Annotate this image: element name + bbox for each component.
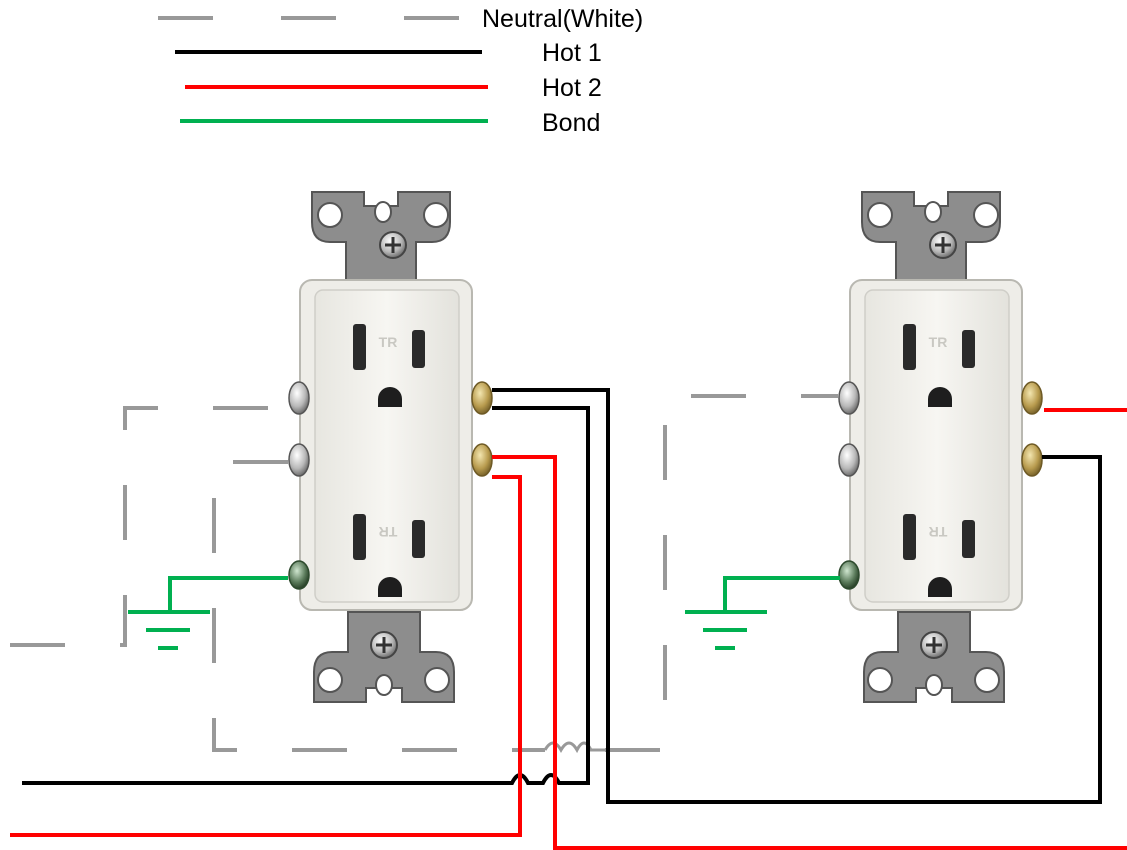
ground-screw-icon (838, 560, 860, 590)
neutral-wire-to-right (605, 394, 838, 752)
bond-wire-right (723, 576, 840, 612)
tr-marking: TR (379, 334, 398, 350)
hot-screw-top-icon (471, 381, 493, 415)
ground-icon (685, 610, 767, 650)
strap-slot (374, 201, 392, 223)
tr-marking: TR (379, 524, 398, 540)
outlet-slot-neutral (353, 324, 366, 370)
legend-hot1-label: Hot 1 (542, 39, 602, 67)
bond-wires (168, 576, 840, 612)
legend-bond-label: Bond (542, 109, 601, 137)
strap-hole (423, 202, 449, 228)
neutral-screw-top-icon (838, 381, 860, 415)
outlet-ground-hole (928, 387, 952, 407)
outlet-slot-hot (412, 330, 425, 368)
tr-marking: TR (929, 334, 948, 350)
outlet-slot-hot (962, 330, 975, 368)
neutral-screw-bottom-icon (288, 443, 310, 477)
outlet-slot-neutral (353, 514, 366, 560)
ground-screw-icon (288, 560, 310, 590)
outlet-ground-hole (928, 577, 952, 597)
outlet-slot-hot (412, 520, 425, 558)
outlet-ground-hole (378, 387, 402, 407)
neutral-wire-jumper (212, 460, 545, 752)
legend-hot2-label: Hot 2 (542, 74, 602, 102)
strap-hole (867, 667, 893, 693)
strap-hole (974, 667, 1000, 693)
hot1-wire-to-right (492, 388, 1102, 804)
ground-symbol-right (685, 610, 767, 650)
hot2-wires (10, 408, 1127, 850)
hot2-wire-incoming (10, 475, 522, 837)
hot1-wire-incoming (22, 406, 590, 785)
outlet-slot-hot (962, 520, 975, 558)
outlet-ground-hole (378, 577, 402, 597)
bond-wire-left (168, 576, 288, 612)
outlet-slot-neutral (903, 514, 916, 560)
strap-hole (867, 202, 893, 228)
neutral-screw-top-icon (288, 381, 310, 415)
hot-screw-top-icon (1021, 381, 1043, 415)
neutral-wires (10, 394, 838, 752)
legend-neutral-label: Neutral(White) (482, 5, 644, 33)
strap-slot (375, 674, 393, 696)
hot-screw-bottom-icon (1021, 443, 1043, 477)
receptacle-right: TR TR (838, 191, 1043, 703)
tr-marking: TR (929, 524, 948, 540)
strap-hole (973, 202, 999, 228)
ground-symbol-left (128, 610, 210, 650)
outlet-slot-neutral (903, 324, 916, 370)
ground-icon (128, 610, 210, 650)
strap-slot (925, 674, 943, 696)
strap-slot (924, 201, 942, 223)
hot-screw-bottom-icon (471, 443, 493, 477)
receptacle-left: TR TR (288, 191, 493, 703)
hot2-wire-to-right (492, 455, 1127, 850)
strap-hole (424, 667, 450, 693)
neutral-wire-incoming (10, 406, 288, 647)
legend-swatches (158, 16, 488, 123)
neutral-screw-bottom-icon (838, 443, 860, 477)
strap-hole (317, 202, 343, 228)
strap-hole (317, 667, 343, 693)
hot1-wires (22, 388, 1102, 804)
